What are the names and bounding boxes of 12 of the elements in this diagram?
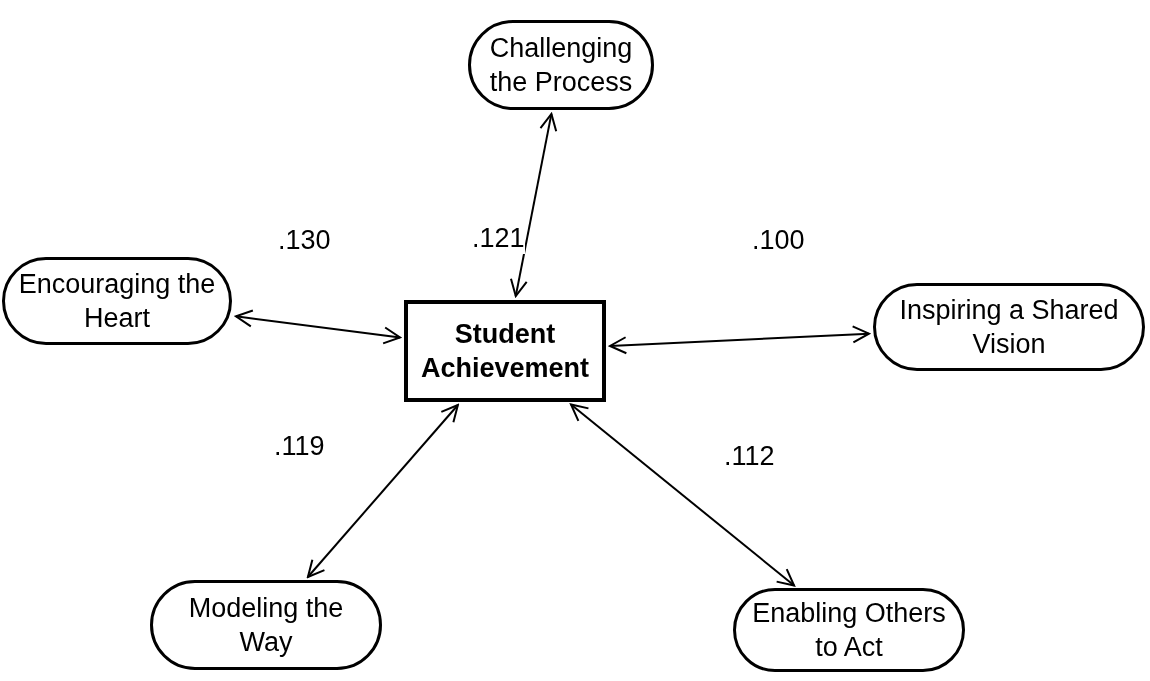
double-headed-arrow (306, 404, 459, 578)
outcome-box (404, 300, 606, 402)
node-label: Student Achievement (419, 318, 591, 385)
double-headed-arrow (609, 325, 870, 355)
node-label: Modeling the Way (187, 592, 345, 659)
double-headed-arrow (510, 112, 558, 298)
node-label: Challenging the Process (488, 32, 634, 99)
node-label: Enabling Others to Act (751, 597, 947, 664)
node-label: Inspiring a Shared Vision (898, 294, 1120, 361)
node-label: Encouraging the Heart (17, 268, 217, 335)
double-headed-arrow (234, 309, 402, 345)
double-headed-arrow (570, 403, 796, 587)
